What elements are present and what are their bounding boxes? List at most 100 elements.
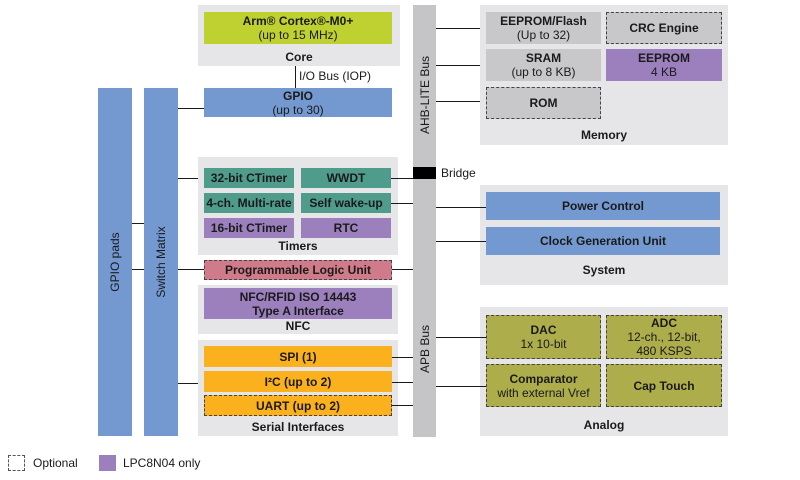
core-group-label: Core bbox=[285, 50, 313, 64]
spi-apb-link bbox=[392, 357, 413, 358]
timer-rtc: RTC bbox=[301, 218, 391, 238]
pads-matrix-link-2 bbox=[132, 269, 144, 270]
dac-title: DAC bbox=[530, 323, 557, 337]
timer-16bit-ctimer-label: 16-bit CTimer bbox=[210, 221, 288, 235]
io-bus-line bbox=[295, 66, 296, 88]
comparator-sub: with external Vref bbox=[497, 385, 590, 400]
apb-clock-link bbox=[436, 241, 486, 242]
legend-lpc-only-swatch bbox=[99, 455, 116, 471]
timer-wwdt: WWDT bbox=[301, 168, 391, 188]
i2c-apb-link bbox=[392, 382, 413, 383]
switch-matrix-label: Switch Matrix bbox=[154, 226, 168, 298]
system-group-label: System bbox=[582, 263, 626, 277]
uart-label: UART (up to 2) bbox=[256, 398, 340, 413]
apb-power-link bbox=[436, 207, 486, 208]
eeprom-flash-block: EEPROM/Flash (Up to 32) bbox=[486, 12, 601, 44]
rom-label: ROM bbox=[529, 96, 558, 110]
clock-gen-label: Clock Generation Unit bbox=[539, 234, 667, 248]
crc-engine-block: CRC Engine bbox=[606, 12, 722, 44]
timer-16bit-ctimer: 16-bit CTimer bbox=[204, 218, 294, 238]
timer-rtc-label: RTC bbox=[333, 221, 359, 235]
adc-sub2: 480 KSPS bbox=[636, 344, 692, 358]
legend-optional-swatch bbox=[8, 455, 25, 471]
timer-multirate-label: 4-ch. Multi-rate bbox=[206, 196, 292, 210]
dac-sub: 1x 10-bit bbox=[520, 337, 567, 351]
io-bus-label: I/O Bus (IOP) bbox=[299, 69, 372, 83]
timer-self-wakeup: Self wake-up bbox=[301, 193, 391, 213]
gpio-pads-bar bbox=[98, 88, 132, 436]
timer-32bit-ctimer: 32-bit CTimer bbox=[204, 168, 294, 188]
wwdt-bridge-link bbox=[391, 178, 413, 179]
clock-gen-block: Clock Generation Unit bbox=[486, 227, 720, 255]
nfc-group: NFC/RFID ISO 14443 Type A Interface NFC bbox=[198, 285, 398, 334]
eeprom-flash-sub: (Up to 32) bbox=[516, 28, 571, 42]
i2c-label: I²C (up to 2) bbox=[264, 374, 332, 389]
timer-wwdt-label: WWDT bbox=[326, 171, 366, 185]
gpio-pads-label: GPIO pads bbox=[108, 232, 122, 292]
adc-sub1: 12-ch., 12-bit, bbox=[627, 330, 701, 344]
timer-multirate: 4-ch. Multi-rate bbox=[204, 193, 294, 213]
gpio-title: GPIO bbox=[282, 88, 313, 103]
serial-group: SPI (1) I²C (up to 2) UART (up to 2) Ser… bbox=[198, 340, 398, 436]
eeprom-title: EEPROM bbox=[637, 51, 690, 65]
matrix-plu-link bbox=[178, 269, 204, 270]
comparator-title: Comparator bbox=[509, 371, 578, 386]
ahb-rom-link bbox=[436, 101, 486, 102]
ahb-sram-link bbox=[436, 65, 486, 66]
nfc-line1: NFC/RFID ISO 14443 bbox=[239, 289, 357, 304]
memory-group-label: Memory bbox=[580, 128, 627, 142]
timer-32bit-ctimer-label: 32-bit CTimer bbox=[210, 171, 288, 185]
ahb-flash-link bbox=[436, 28, 486, 29]
ahb-lite-bus bbox=[413, 5, 436, 167]
dac-block: DAC 1x 10-bit bbox=[486, 315, 601, 359]
power-control-block: Power Control bbox=[486, 192, 720, 220]
legend-optional-label: Optional bbox=[33, 456, 78, 470]
eeprom-flash-title: EEPROM/Flash bbox=[500, 14, 587, 28]
adc-block: ADC 12-ch., 12-bit, 480 KSPS bbox=[606, 315, 722, 359]
nfc-line2: Type A Interface bbox=[252, 303, 344, 318]
analog-group: DAC 1x 10-bit ADC 12-ch., 12-bit, 480 KS… bbox=[480, 307, 728, 436]
gpio-sub: (up to 30) bbox=[272, 102, 324, 117]
sram-title: SRAM bbox=[525, 51, 562, 65]
spi-label: SPI (1) bbox=[279, 349, 317, 364]
uart-apb-link bbox=[392, 405, 413, 406]
plu-label: Programmable Logic Unit bbox=[224, 263, 372, 277]
rom-block: ROM bbox=[486, 87, 601, 119]
spi-block: SPI (1) bbox=[204, 346, 392, 367]
apb-bus-label: APB Bus bbox=[418, 324, 432, 374]
bridge-label: Bridge bbox=[441, 166, 476, 180]
apb-dac-link bbox=[436, 337, 486, 338]
comparator-block: Comparator with external Vref bbox=[486, 364, 601, 407]
timers-group: 32-bit CTimer WWDT 4-ch. Multi-rate Self… bbox=[198, 157, 398, 255]
matrix-timers-link bbox=[178, 178, 204, 179]
i2c-block: I²C (up to 2) bbox=[204, 371, 392, 392]
plu-apb-link bbox=[392, 269, 413, 270]
power-control-label: Power Control bbox=[561, 199, 644, 213]
cortex-title: Arm® Cortex®-M0+ bbox=[242, 14, 354, 28]
wakeup-apb-link bbox=[391, 203, 413, 204]
timers-group-label: Timers bbox=[278, 239, 318, 253]
legend-lpc-only-label: LPC8N04 only bbox=[123, 456, 201, 470]
nfc-group-label: NFC bbox=[285, 319, 311, 333]
ahb-bus-label: AHB-LITE Bus bbox=[418, 55, 432, 135]
cap-touch-block: Cap Touch bbox=[606, 364, 722, 407]
plu-block: Programmable Logic Unit bbox=[204, 260, 392, 280]
eeprom-block: EEPROM 4 KB bbox=[606, 49, 722, 81]
adc-title: ADC bbox=[651, 316, 677, 330]
sram-sub: (up to 8 KB) bbox=[511, 65, 576, 79]
nfc-interface-block: NFC/RFID ISO 14443 Type A Interface bbox=[204, 288, 392, 319]
matrix-serial-link bbox=[178, 383, 204, 384]
eeprom-sub: 4 KB bbox=[650, 65, 677, 79]
gpio-block: GPIO (up to 30) bbox=[204, 88, 392, 117]
memory-group: EEPROM/Flash (Up to 32) CRC Engine SRAM … bbox=[480, 5, 728, 145]
timer-self-wakeup-label: Self wake-up bbox=[309, 196, 383, 210]
cortex-m0-block: Arm® Cortex®-M0+ (up to 15 MHz) bbox=[204, 12, 392, 44]
core-group: Arm® Cortex®-M0+ (up to 15 MHz) Core bbox=[198, 5, 400, 66]
analog-group-label: Analog bbox=[583, 418, 625, 432]
crc-engine-label: CRC Engine bbox=[629, 21, 699, 35]
sram-block: SRAM (up to 8 KB) bbox=[486, 49, 601, 81]
uart-block: UART (up to 2) bbox=[204, 395, 392, 416]
system-group: Power Control Clock Generation Unit Syst… bbox=[480, 185, 728, 285]
apb-bus bbox=[413, 179, 436, 437]
apb-comparator-link bbox=[436, 386, 486, 387]
